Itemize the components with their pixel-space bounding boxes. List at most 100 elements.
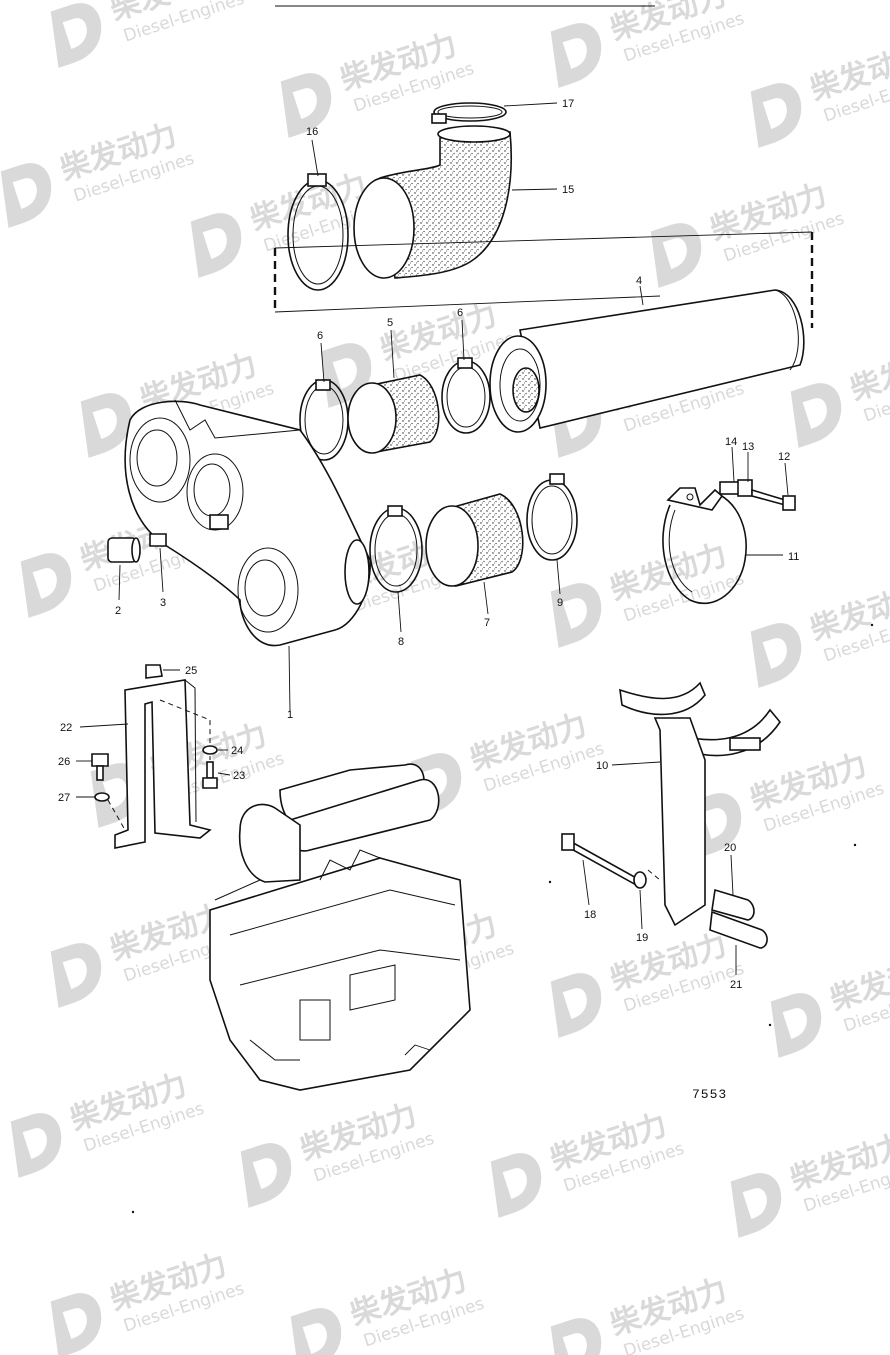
- lower-connection: [369, 473, 578, 593]
- hose-clamp-9: [526, 479, 578, 561]
- watermark-logo-icon: [290, 1308, 342, 1355]
- clamp-16-screw: [307, 173, 327, 187]
- watermark-logo-icon: [50, 1293, 102, 1355]
- housing-1: [124, 399, 371, 647]
- clamp-17-screw: [431, 113, 447, 124]
- part-label-16: 16: [306, 126, 318, 138]
- bracket-22: [91, 664, 218, 849]
- elbow-dashed-bracket: [273, 231, 814, 328]
- watermark-logo-icon: [490, 1153, 542, 1218]
- bolt-23: [206, 761, 214, 779]
- part-label-11: 11: [788, 551, 799, 563]
- part-label-26: 26: [58, 756, 70, 768]
- part-label-5: 5: [387, 317, 393, 329]
- spacer-20: [711, 888, 755, 921]
- watermark-logo-icon: [280, 73, 332, 138]
- part-label-20: 20: [724, 842, 736, 854]
- elbow-hose-15-opening: [353, 177, 415, 279]
- washer-27: [94, 792, 110, 802]
- part-label-23: 23: [233, 770, 245, 782]
- watermark-logo-icon: [550, 583, 602, 648]
- washer-14: [737, 479, 753, 497]
- part-label-24: 24: [231, 745, 243, 757]
- hose-clamp-17: [433, 102, 507, 122]
- part-label-22: 22: [60, 722, 72, 734]
- watermark-logo-icon: [240, 1143, 292, 1208]
- watermark-logo-icon: [790, 383, 842, 448]
- part-label-27: 27: [58, 792, 70, 804]
- nut-25: [145, 664, 163, 679]
- part-label-12: 12: [778, 451, 790, 463]
- watermark-logo-icon: [550, 1318, 602, 1355]
- part-label-6-right: 6: [457, 307, 463, 319]
- hose-clamp-17-inner: [437, 105, 503, 119]
- watermark-logo-icon: [750, 623, 802, 688]
- watermark-logo-icon: [190, 213, 242, 278]
- watermark-brand: 柴发动力: [846, 337, 890, 407]
- watermark-logo-icon: [750, 83, 802, 148]
- elbow-hose-15-top: [437, 125, 511, 143]
- watermark-logo-icon: [50, 3, 102, 68]
- watermark-logo-icon: [20, 553, 72, 618]
- bolt-12: [751, 488, 786, 507]
- muffler-clamp-11: [662, 479, 796, 605]
- leader-lines: [76, 102, 789, 975]
- part-label-18: 18: [584, 909, 596, 921]
- bolt-18: [565, 838, 641, 888]
- part-label-3: 3: [160, 597, 166, 609]
- part-label-6-left: 6: [317, 330, 323, 342]
- part-label-7: 7: [484, 617, 490, 629]
- part-label-25: 25: [185, 665, 197, 677]
- watermark-logo-icon: [80, 393, 132, 458]
- watermark-logo-icon: [10, 1113, 62, 1178]
- muffler-4: [489, 289, 805, 433]
- part-labels: 1 2 3 4 5 6 6 7 8 9 10 11 12 13 14 15 16…: [58, 98, 799, 991]
- part-label-8: 8: [398, 636, 404, 648]
- part-label-4: 4: [636, 275, 642, 287]
- part-label-21: 21: [730, 979, 742, 991]
- part-label-2: 2: [115, 605, 121, 617]
- part-label-14: 14: [725, 436, 737, 448]
- part-label-17: 17: [562, 98, 574, 110]
- watermark-logo-icon: [770, 993, 822, 1058]
- bracket-10: [561, 681, 781, 949]
- part-label-13: 13: [742, 441, 754, 453]
- watermark-logo-icon: [0, 163, 52, 228]
- bolt-26-head: [91, 753, 109, 767]
- spacer-21: [709, 910, 768, 949]
- watermark-logo-icon: [550, 973, 602, 1038]
- washer-24: [202, 745, 218, 755]
- hose-clamp-6-right: [441, 360, 491, 434]
- part-label-10: 10: [596, 760, 608, 772]
- drawing-number: 7553: [692, 1087, 727, 1102]
- watermark-logo-icon: [50, 943, 102, 1008]
- upper-connection: [299, 357, 491, 461]
- watermark-logo-icon: [550, 23, 602, 88]
- nut-19: [633, 871, 647, 889]
- engine-outline: [209, 763, 471, 1091]
- part-label-9: 9: [557, 597, 563, 609]
- part-label-19: 19: [636, 932, 648, 944]
- part-label-15: 15: [562, 184, 574, 196]
- watermark-logo-icon: [650, 223, 702, 288]
- part-label-1: 1: [287, 709, 293, 721]
- fitting-3: [149, 533, 167, 547]
- watermark-logo-icon: [730, 1173, 782, 1238]
